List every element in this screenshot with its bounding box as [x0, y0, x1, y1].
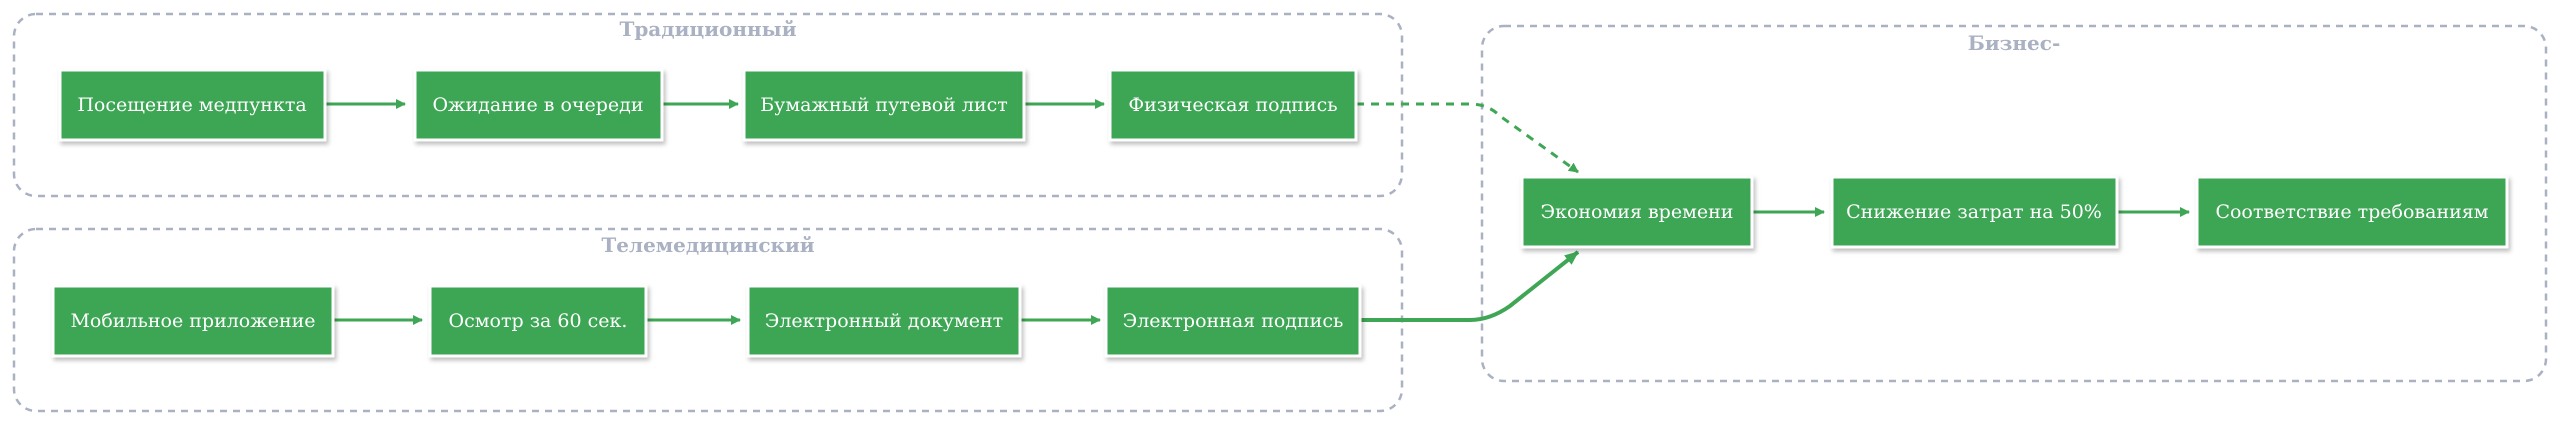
node-compliance-label: Соответствие требованиям [2215, 201, 2488, 223]
node-time-save-label: Экономия времени [1541, 201, 1734, 223]
node-visit[interactable]: Посещение медпункта [58, 68, 327, 142]
node-compliance[interactable]: Соответствие требованиям [2195, 175, 2509, 249]
edge-e-sign-time-save [1360, 250, 1580, 322]
group-business-title: Бизнес- [1968, 31, 2061, 55]
node-physical-sign-label: Физическая подпись [1128, 94, 1337, 116]
node-mobile-app[interactable]: Мобильное приложение [51, 284, 335, 358]
edge-physical-sign-time-save [1356, 102, 1579, 174]
node-time-save-box [1520, 175, 1754, 249]
node-e-doc-label: Электронный документ [765, 310, 1003, 332]
node-cost-cut-label: Снижение затрат на 50% [1846, 201, 2102, 223]
node-cost-cut[interactable]: Снижение затрат на 50% [1830, 175, 2119, 249]
node-physical-sign[interactable]: Физическая подпись [1108, 68, 1358, 142]
node-mobile-app-box [51, 284, 335, 358]
node-time-save[interactable]: Экономия времени [1520, 175, 1754, 249]
node-visit-box [58, 68, 327, 142]
node-paper[interactable]: Бумажный путевой лист [742, 68, 1026, 142]
node-paper-label: Бумажный путевой лист [760, 94, 1008, 116]
node-compliance-box [2195, 175, 2509, 249]
group-traditional-title: Традиционный [619, 17, 796, 41]
node-e-sign-label: Электронная подпись [1123, 310, 1344, 332]
edges [325, 99, 2190, 325]
node-e-doc[interactable]: Электронный документ [746, 284, 1022, 358]
node-physical-sign-box [1108, 68, 1358, 142]
node-queue-box [413, 68, 664, 142]
group-business-border [1480, 24, 2548, 383]
group-telemedicine-title: Телемедицинский [601, 233, 814, 257]
node-e-sign[interactable]: Электронная подпись [1104, 284, 1362, 358]
node-queue-label: Ожидание в очереди [432, 94, 643, 116]
node-queue[interactable]: Ожидание в очереди [413, 68, 664, 142]
node-cost-cut-box [1830, 175, 2119, 249]
node-e-sign-box [1104, 284, 1362, 358]
node-mobile-app-label: Мобильное приложение [70, 310, 315, 332]
node-exam-label: Осмотр за 60 сек. [449, 310, 628, 332]
node-paper-box [742, 68, 1026, 142]
node-visit-label: Посещение медпункта [77, 94, 306, 116]
node-exam[interactable]: Осмотр за 60 сек. [428, 284, 648, 358]
group-business: Бизнес- [1480, 24, 2548, 383]
node-exam-box [428, 284, 648, 358]
node-e-doc-box [746, 284, 1022, 358]
